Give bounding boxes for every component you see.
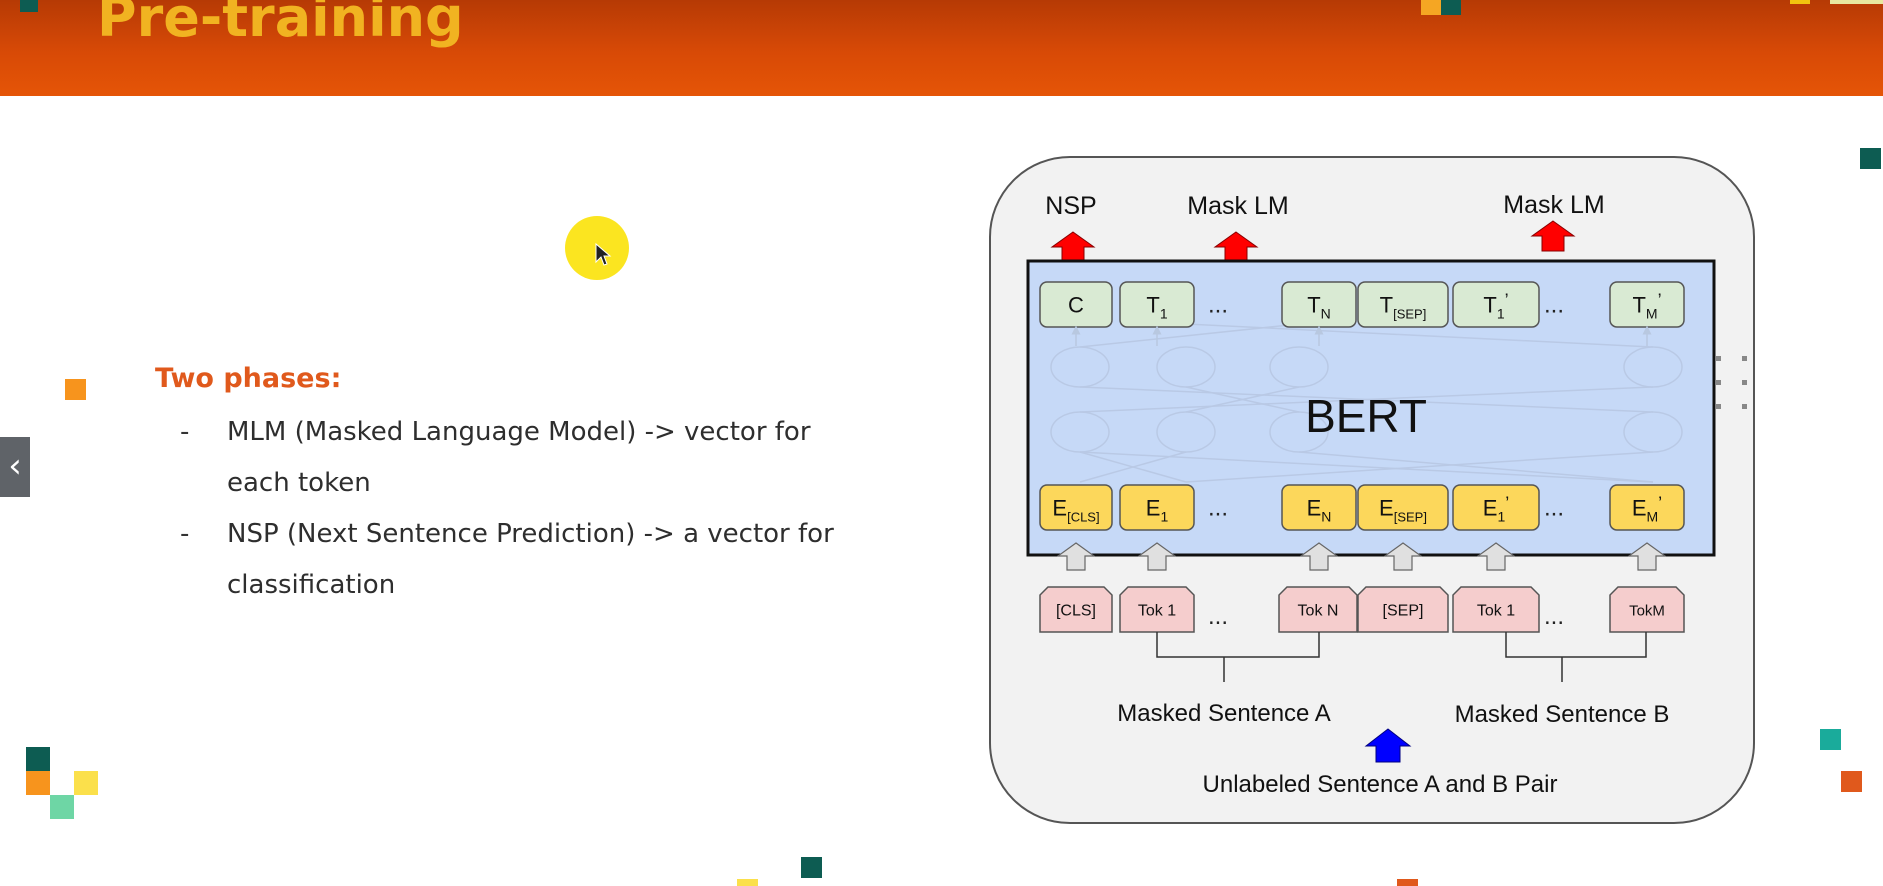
gray-up-arrow-icon <box>1137 542 1177 571</box>
decor-square <box>1860 148 1881 169</box>
mask-lm-label: Mask LM <box>1503 191 1604 219</box>
input-arrows <box>1056 542 1667 571</box>
sentence-b-bracket <box>1505 632 1647 682</box>
token-box <box>1357 586 1449 633</box>
masked-sentence-a-label: Masked Sentence A <box>1117 700 1330 727</box>
embedding-box <box>1609 484 1685 531</box>
sentence-a-bracket <box>1156 632 1320 682</box>
output-box <box>1357 281 1449 328</box>
decor-square <box>26 747 50 771</box>
phases-heading: Two phases: <box>155 363 342 394</box>
embedding-ellipsis: ... <box>1544 495 1564 522</box>
token-ellipsis: ... <box>1544 603 1564 630</box>
decor-square <box>1441 0 1461 15</box>
embedding-box <box>1039 484 1113 531</box>
output-box <box>1452 281 1540 328</box>
token-ellipsis: ... <box>1208 603 1228 630</box>
list-item-text: MLM (Masked Language Model) -> vector fo… <box>227 417 811 498</box>
decor-square <box>737 879 758 886</box>
embedding-box <box>1281 484 1357 531</box>
decor-square <box>1830 0 1883 4</box>
token-label: TokM <box>1629 603 1665 620</box>
decor-square <box>26 771 50 795</box>
decor-square <box>1397 879 1418 886</box>
gray-up-arrow-icon <box>1299 542 1339 571</box>
decor-square <box>50 795 74 819</box>
token-box <box>1039 586 1113 633</box>
mask-lm-label: Mask LM <box>1187 192 1288 220</box>
decor-square <box>1820 729 1841 750</box>
previous-slide-button[interactable]: ‹ <box>0 437 30 497</box>
chevron-left-icon: ‹ <box>8 446 22 486</box>
mouse-pointer-icon <box>595 242 612 266</box>
token-label: Tok 1 <box>1477 603 1515 620</box>
token-label: [CLS] <box>1056 603 1096 620</box>
network-connections <box>1050 323 1683 483</box>
token-box <box>1452 586 1540 633</box>
decor-square <box>1841 771 1862 792</box>
decor-square <box>1790 0 1810 4</box>
masked-sentence-b-label: Masked Sentence B <box>1455 701 1670 728</box>
list-dash: - <box>180 519 190 549</box>
red-up-arrow-icon <box>1530 220 1576 252</box>
decor-square <box>74 771 98 795</box>
output-label: T1’ <box>1483 291 1508 322</box>
token-label: Tok 1 <box>1138 603 1176 620</box>
token-box <box>1609 586 1685 633</box>
list-item-text: NSP (Next Sentence Prediction) -> a vect… <box>227 519 834 600</box>
gray-up-arrow-icon <box>1476 542 1516 571</box>
gray-up-arrow-icon <box>1627 542 1667 571</box>
token-label: [SEP] <box>1383 603 1424 620</box>
embedding-box <box>1452 484 1540 531</box>
unlabeled-pair-label: Unlabeled Sentence A and B Pair <box>1203 771 1558 798</box>
slide-header: Pre-training <box>0 0 1883 96</box>
gray-up-arrow-icon <box>1383 542 1423 571</box>
blue-up-arrow-icon <box>1364 728 1412 763</box>
embedding-box <box>1119 484 1195 531</box>
bullet-square-icon <box>65 379 86 400</box>
output-ellipsis: ... <box>1544 292 1564 319</box>
embedding-box <box>1357 484 1449 531</box>
slide-title: Pre-training <box>97 0 464 49</box>
list-dash: - <box>180 417 190 447</box>
decor-square <box>1421 0 1441 15</box>
dotted-decoration <box>1716 356 1747 409</box>
bert-label: BERT <box>1305 390 1427 442</box>
embedding-label: E1’ <box>1483 494 1509 525</box>
output-ellipsis: ... <box>1208 292 1228 319</box>
token-row: [CLS] Tok 1... Tok N [SEP] Tok 1... TokM <box>1039 586 1685 633</box>
token-label: Tok N <box>1298 603 1339 620</box>
output-label: C <box>1068 293 1084 318</box>
gray-up-arrow-icon <box>1056 542 1096 571</box>
embedding-ellipsis: ... <box>1208 495 1228 522</box>
decor-square <box>20 0 38 12</box>
decor-square <box>801 857 822 878</box>
token-box <box>1119 586 1195 633</box>
token-box <box>1278 586 1358 633</box>
nsp-label: NSP <box>1045 192 1096 220</box>
